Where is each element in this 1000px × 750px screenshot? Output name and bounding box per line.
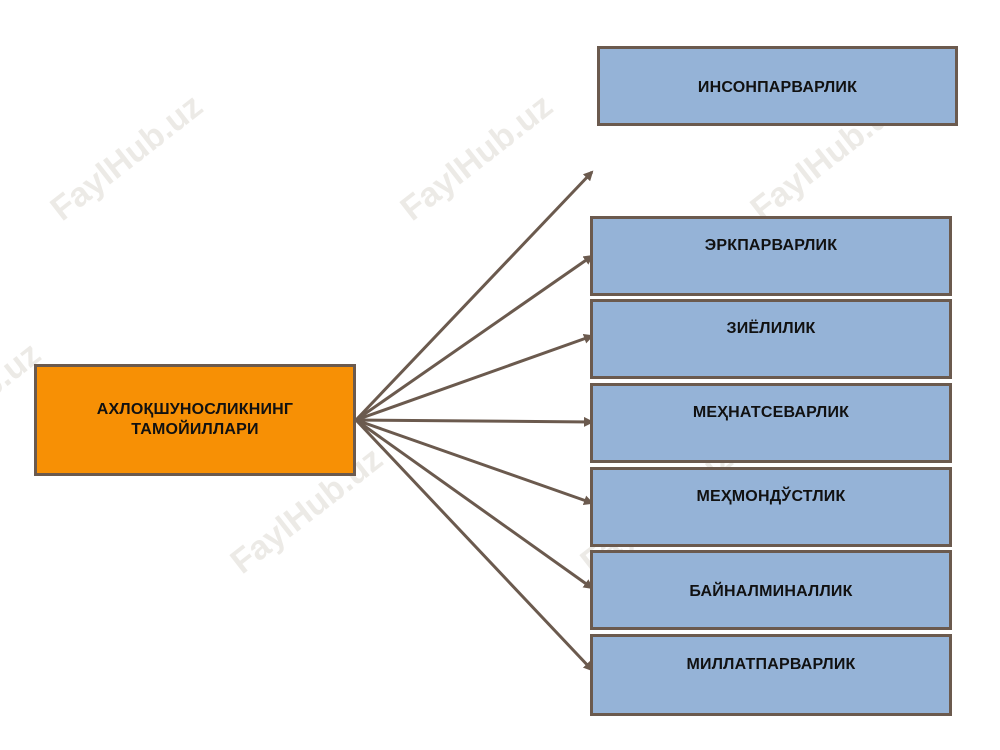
target-label: ИНСОНПАРВАРЛИК bbox=[697, 79, 858, 96]
target-label: ЗИЁЛИЛИК bbox=[726, 320, 816, 337]
target-label: ЭРКПАРВАРЛИК bbox=[704, 237, 838, 254]
target-box-baynalminallik: БАЙНАЛМИНАЛЛИК bbox=[590, 550, 952, 630]
source-box: АХЛОҚШУНОСЛИКНИНГ ТАМОЙИЛЛАРИ bbox=[34, 364, 356, 476]
target-label: МЕҲНАТСЕВАРЛИК bbox=[692, 404, 850, 421]
target-label: МИЛЛАТПАРВАРЛИК bbox=[686, 656, 856, 673]
arrow-to-erkparvarlik bbox=[355, 254, 594, 422]
target-box-millatparvarlik: МИЛЛАТПАРВАРЛИК bbox=[590, 634, 952, 716]
arrow-to-baynalminallik bbox=[355, 418, 594, 590]
arrow-to-blank bbox=[354, 170, 594, 422]
target-box-ziyolilik: ЗИЁЛИЛИК bbox=[590, 299, 952, 379]
target-label: БАЙНАЛМИНАЛЛИК bbox=[689, 583, 853, 600]
arrow-to-mehmondustlik bbox=[355, 418, 594, 506]
source-label: АХЛОҚШУНОСЛИКНИНГ ТАМОЙИЛЛАРИ bbox=[96, 401, 294, 438]
target-label: МЕҲМОНДЎСТЛИК bbox=[696, 488, 846, 505]
target-box-mehnatsevarlik: МЕҲНАТСЕВАРЛИК bbox=[590, 383, 952, 463]
arrow-to-mehnatsevarlik bbox=[355, 416, 594, 427]
arrow-to-millatparvarlik bbox=[354, 418, 594, 672]
target-box-mehmondustlik: МЕҲМОНДЎСТЛИК bbox=[590, 467, 952, 547]
target-box-erkparvarlik: ЭРКПАРВАРЛИК bbox=[590, 216, 952, 296]
arrow-to-ziyolilik bbox=[355, 333, 594, 422]
target-box-insonparvarlik: ИНСОНПАРВАРЛИК bbox=[597, 46, 958, 126]
